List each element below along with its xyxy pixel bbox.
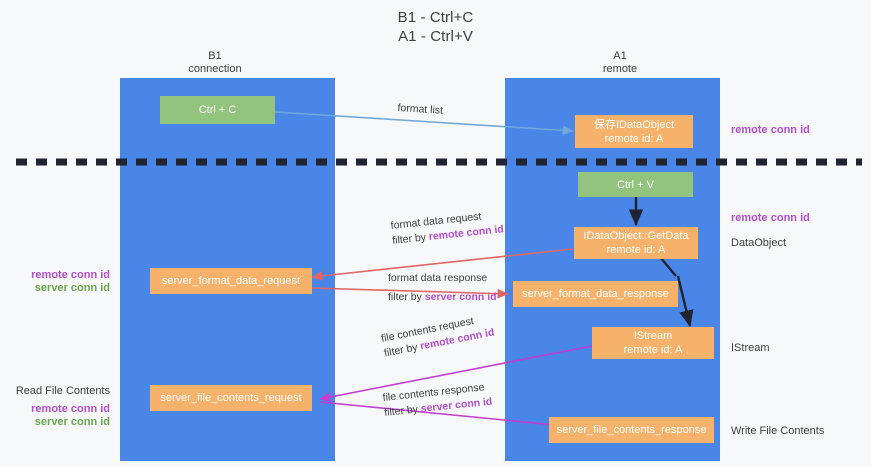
node-istream-line2: remote id: A [623,344,683,356]
node-server-file-contents-response-label: server_file_contents_response [556,424,707,436]
annotation-right-remote-conn-id-mid: remote conn id [731,212,810,224]
edge-label-format-data-response-line1: format data response [388,272,488,284]
node-server-format-data-request[interactable]: server_format_data_request [150,268,312,294]
node-server-format-data-response[interactable]: server_format_data_response [513,281,678,307]
filter-prefix: filter by [388,291,425,303]
annotation-left-read-file-contents: Read File Contents [15,385,110,397]
edge-label-format-data-request: format data request filter by remote con… [390,207,505,249]
column-header-a1-line2: remote [602,63,638,75]
column-header-a1-line1: A1 [613,50,627,62]
column-header-b1-line1: B1 [208,50,222,62]
annotation-left-server-conn-id-mid: server conn id [34,282,110,294]
node-ctrl-v-label: Ctrl + V [617,178,654,191]
edge-label-file-contents-request: file contents request filter by remote c… [380,311,496,362]
node-save-idataobject[interactable]: 保存IDataObject remote id: A [575,115,693,148]
annotation-right-dataobject: DataObject [731,237,787,249]
filter-prefix: filter by [391,231,430,247]
node-server-format-data-response-label: server_format_data_response [522,288,669,300]
node-save-idataobject-line1: 保存IDataObject [593,118,675,131]
edge-label-file-contents-response: file contents response filter by server … [382,380,493,421]
title-line-2: A1 - Ctrl+V [398,28,473,45]
filter-prefix: filter by [383,403,422,419]
edge-label-format-list-text: format list [397,101,444,117]
node-ctrl-c-label: Ctrl + C [198,104,237,116]
node-server-format-data-request-label: server_format_data_request [161,275,301,287]
page-title: B1 - Ctrl+C A1 - Ctrl+V [0,8,871,46]
edge-label-format-data-response: format data response filter by server co… [388,271,497,305]
node-save-idataobject-line2: remote id: A [604,132,664,145]
node-istream-line1: IStream [633,330,673,342]
node-ctrl-c[interactable]: Ctrl + C [160,96,275,124]
annotation-left-remote-conn-id-mid: remote conn id [31,269,110,281]
node-idataobject-getdata[interactable]: IDataObject::GetData remote id: A [574,227,698,259]
column-header-b1-line2: connection [188,63,242,75]
node-getdata-line1: IDataObject::GetData [583,230,689,242]
annotation-right-remote-conn-id-top: remote conn id [731,124,810,136]
column-header-a1: A1 remote [560,50,680,76]
annotation-right-istream: IStream [731,342,770,354]
node-server-file-contents-request-label: server_file_contents_request [160,392,302,404]
filter-value: server conn id [424,291,497,303]
node-server-file-contents-request[interactable]: server_file_contents_request [150,385,312,411]
annotation-left-server-conn-id-bottom: server conn id [34,416,110,428]
edge-label-format-list: format list [397,101,443,119]
node-server-file-contents-response[interactable]: server_file_contents_response [549,417,714,443]
node-getdata-line2: remote id: A [606,244,666,256]
edge-label-format-data-response-line2: filter by server conn id [388,290,497,305]
annotation-right-write-file-contents: Write File Contents [731,425,825,437]
column-header-b1: B1 connection [155,50,275,76]
node-ctrl-v[interactable]: Ctrl + V [578,172,693,197]
title-line-1: B1 - Ctrl+C [397,9,474,26]
annotation-left-remote-conn-id-bottom: remote conn id [31,403,110,415]
node-istream[interactable]: IStream remote id: A [592,327,714,359]
